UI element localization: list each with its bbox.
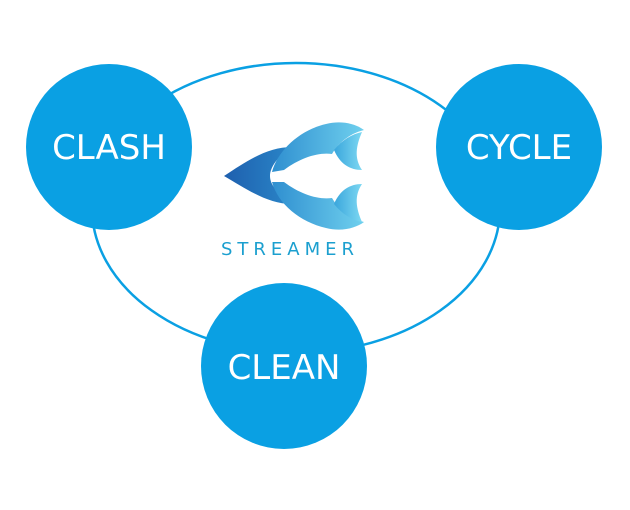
cycle-node: CYCLE [436, 64, 602, 230]
clash-label: CLASH [52, 128, 166, 168]
clean-label: CLEAN [228, 348, 341, 388]
clean-node: CLEAN [201, 283, 367, 449]
streamer-logo-icon [224, 122, 364, 230]
clash-node: CLASH [26, 64, 192, 230]
streamer-wordmark: STREAMER [221, 239, 359, 260]
cycle-label: CYCLE [466, 128, 572, 168]
